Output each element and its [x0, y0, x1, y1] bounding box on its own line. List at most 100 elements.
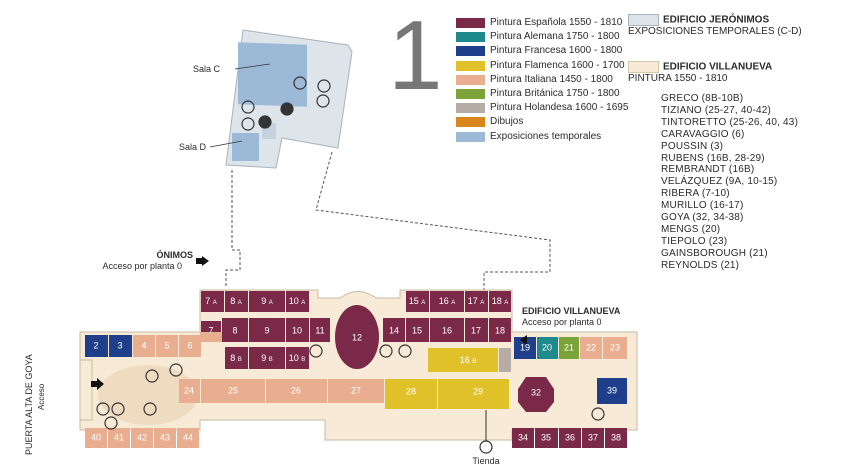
room-28[interactable]: [385, 379, 437, 409]
room-dutch[interactable]: [499, 348, 511, 372]
room-29[interactable]: [438, 379, 509, 409]
room-label: 32: [531, 387, 541, 397]
villanueva-swatch: [628, 61, 659, 73]
room-12[interactable]: [335, 305, 379, 369]
room-34[interactable]: [512, 428, 534, 448]
jeronimos-key-title: EDIFICIO JERÓNIMOS: [663, 14, 770, 26]
legend-label: Pintura Francesa 1600 - 1800: [490, 45, 623, 57]
room-10b[interactable]: [286, 347, 309, 369]
room-27[interactable]: [328, 379, 384, 403]
room-10a[interactable]: [286, 291, 309, 312]
goya-door-title: PUERTA ALTA DE GOYA: [24, 354, 34, 455]
room-40[interactable]: [85, 428, 107, 448]
shop-label: Tienda: [472, 456, 499, 466]
room-25[interactable]: [201, 379, 265, 403]
painter-entry: POUSSIN (3): [661, 140, 724, 152]
room-35[interactable]: [535, 428, 558, 448]
room-43[interactable]: [154, 428, 176, 448]
room-18a[interactable]: [489, 291, 511, 312]
room-9[interactable]: [249, 318, 285, 342]
room-label: 7 A: [205, 296, 217, 306]
room-10[interactable]: [286, 318, 309, 342]
painter-entry: TIZIANO (25-27, 40-42): [661, 104, 771, 116]
room-37[interactable]: [582, 428, 604, 448]
villanueva-access-sub: Acceso por planta 0: [522, 317, 602, 327]
room-39[interactable]: [597, 378, 627, 404]
room-41[interactable]: [108, 428, 130, 448]
room-6[interactable]: [179, 335, 201, 357]
jeronimos-key: EDIFICIO JERÓNIMOS EXPOSICIONES TEMPORAL…: [628, 14, 802, 38]
room-3[interactable]: [109, 335, 132, 357]
room-16[interactable]: [430, 318, 464, 342]
room-14[interactable]: [383, 318, 405, 342]
legend-swatch: [456, 46, 485, 57]
sala-d-area[interactable]: [232, 133, 259, 161]
room-label: 28: [406, 386, 416, 396]
room-17a[interactable]: [465, 291, 488, 312]
audio-guide-icon: [145, 369, 159, 383]
room-label: 8: [232, 325, 237, 335]
room-label: 16 B: [460, 355, 477, 365]
room-23[interactable]: [603, 337, 627, 359]
accessibility-icon-2: [96, 402, 110, 416]
room-label: 20: [542, 342, 552, 352]
room-22[interactable]: [580, 337, 602, 359]
legend-label: Pintura Alemana 1750 - 1800: [490, 31, 620, 43]
room-label: 16 A: [439, 296, 456, 306]
rooms-spanish: [201, 291, 627, 448]
room-label: 18: [495, 325, 505, 335]
goya-door-sub: Acceso: [37, 383, 46, 410]
sala-c-area[interactable]: [238, 42, 307, 107]
room-42[interactable]: [131, 428, 153, 448]
room-label: 18 A: [492, 296, 509, 306]
arrow-right-icon-3: [520, 335, 527, 345]
legend-swatch: [456, 18, 485, 29]
legend-swatch: [456, 103, 485, 114]
legend-label: Pintura Española 1550 - 1810: [490, 17, 623, 28]
room-44[interactable]: [177, 428, 199, 448]
first-aid-icon: [280, 102, 294, 116]
room-label: 37: [588, 432, 598, 442]
villanueva-key: EDIFICIO VILLANUEVA PINTURA 1550 - 1810: [628, 61, 772, 85]
room-9b[interactable]: [249, 347, 285, 369]
room-18[interactable]: [489, 318, 511, 342]
room-9a[interactable]: [249, 291, 285, 312]
room-38[interactable]: [605, 428, 627, 448]
room-16a[interactable]: [430, 291, 464, 312]
room-26[interactable]: [266, 379, 327, 403]
room-24[interactable]: [179, 379, 200, 403]
room-label: 12: [352, 332, 362, 342]
connection-corridor: [225, 151, 551, 292]
room-7a[interactable]: [201, 291, 224, 312]
room-20[interactable]: [537, 337, 558, 359]
room-5[interactable]: [156, 335, 178, 357]
room-2[interactable]: [85, 335, 108, 357]
room-15a[interactable]: [406, 291, 429, 312]
room-15[interactable]: [406, 318, 429, 342]
villanueva-key-subtitle: PINTURA 1550 - 1810: [628, 73, 728, 85]
legend-swatch: [456, 60, 485, 71]
room-8[interactable]: [222, 318, 248, 342]
painter-entry: GAINSBOROUGH (21): [661, 247, 768, 259]
room-36[interactable]: [559, 428, 581, 448]
room-11[interactable]: [310, 318, 330, 342]
room-17[interactable]: [465, 318, 488, 342]
room-label: 11: [315, 325, 324, 335]
room-32[interactable]: [518, 377, 554, 412]
room-8a[interactable]: [225, 291, 248, 312]
room-8b[interactable]: [225, 347, 248, 369]
painter-entry: MENGS (20): [661, 223, 721, 235]
legend-label: Exposiciones temporales: [490, 130, 602, 142]
legend-item: Pintura Italiana 1450 - 1800: [456, 73, 628, 87]
room-4[interactable]: [133, 335, 155, 357]
room-16b[interactable]: [428, 348, 498, 372]
jeronimos-access-sub: Acceso por planta 0: [102, 261, 182, 271]
legend-swatch: [456, 117, 485, 128]
room-label: 17 A: [468, 296, 485, 306]
room-21[interactable]: [559, 337, 579, 359]
accessibility-icon: [241, 100, 255, 114]
arrow-right-icon-2: [91, 378, 104, 390]
legend-item: Pintura Española 1550 - 1810: [456, 16, 628, 30]
legend-label: Pintura Italiana 1450 - 1800: [490, 73, 613, 85]
room-19[interactable]: [514, 337, 536, 359]
